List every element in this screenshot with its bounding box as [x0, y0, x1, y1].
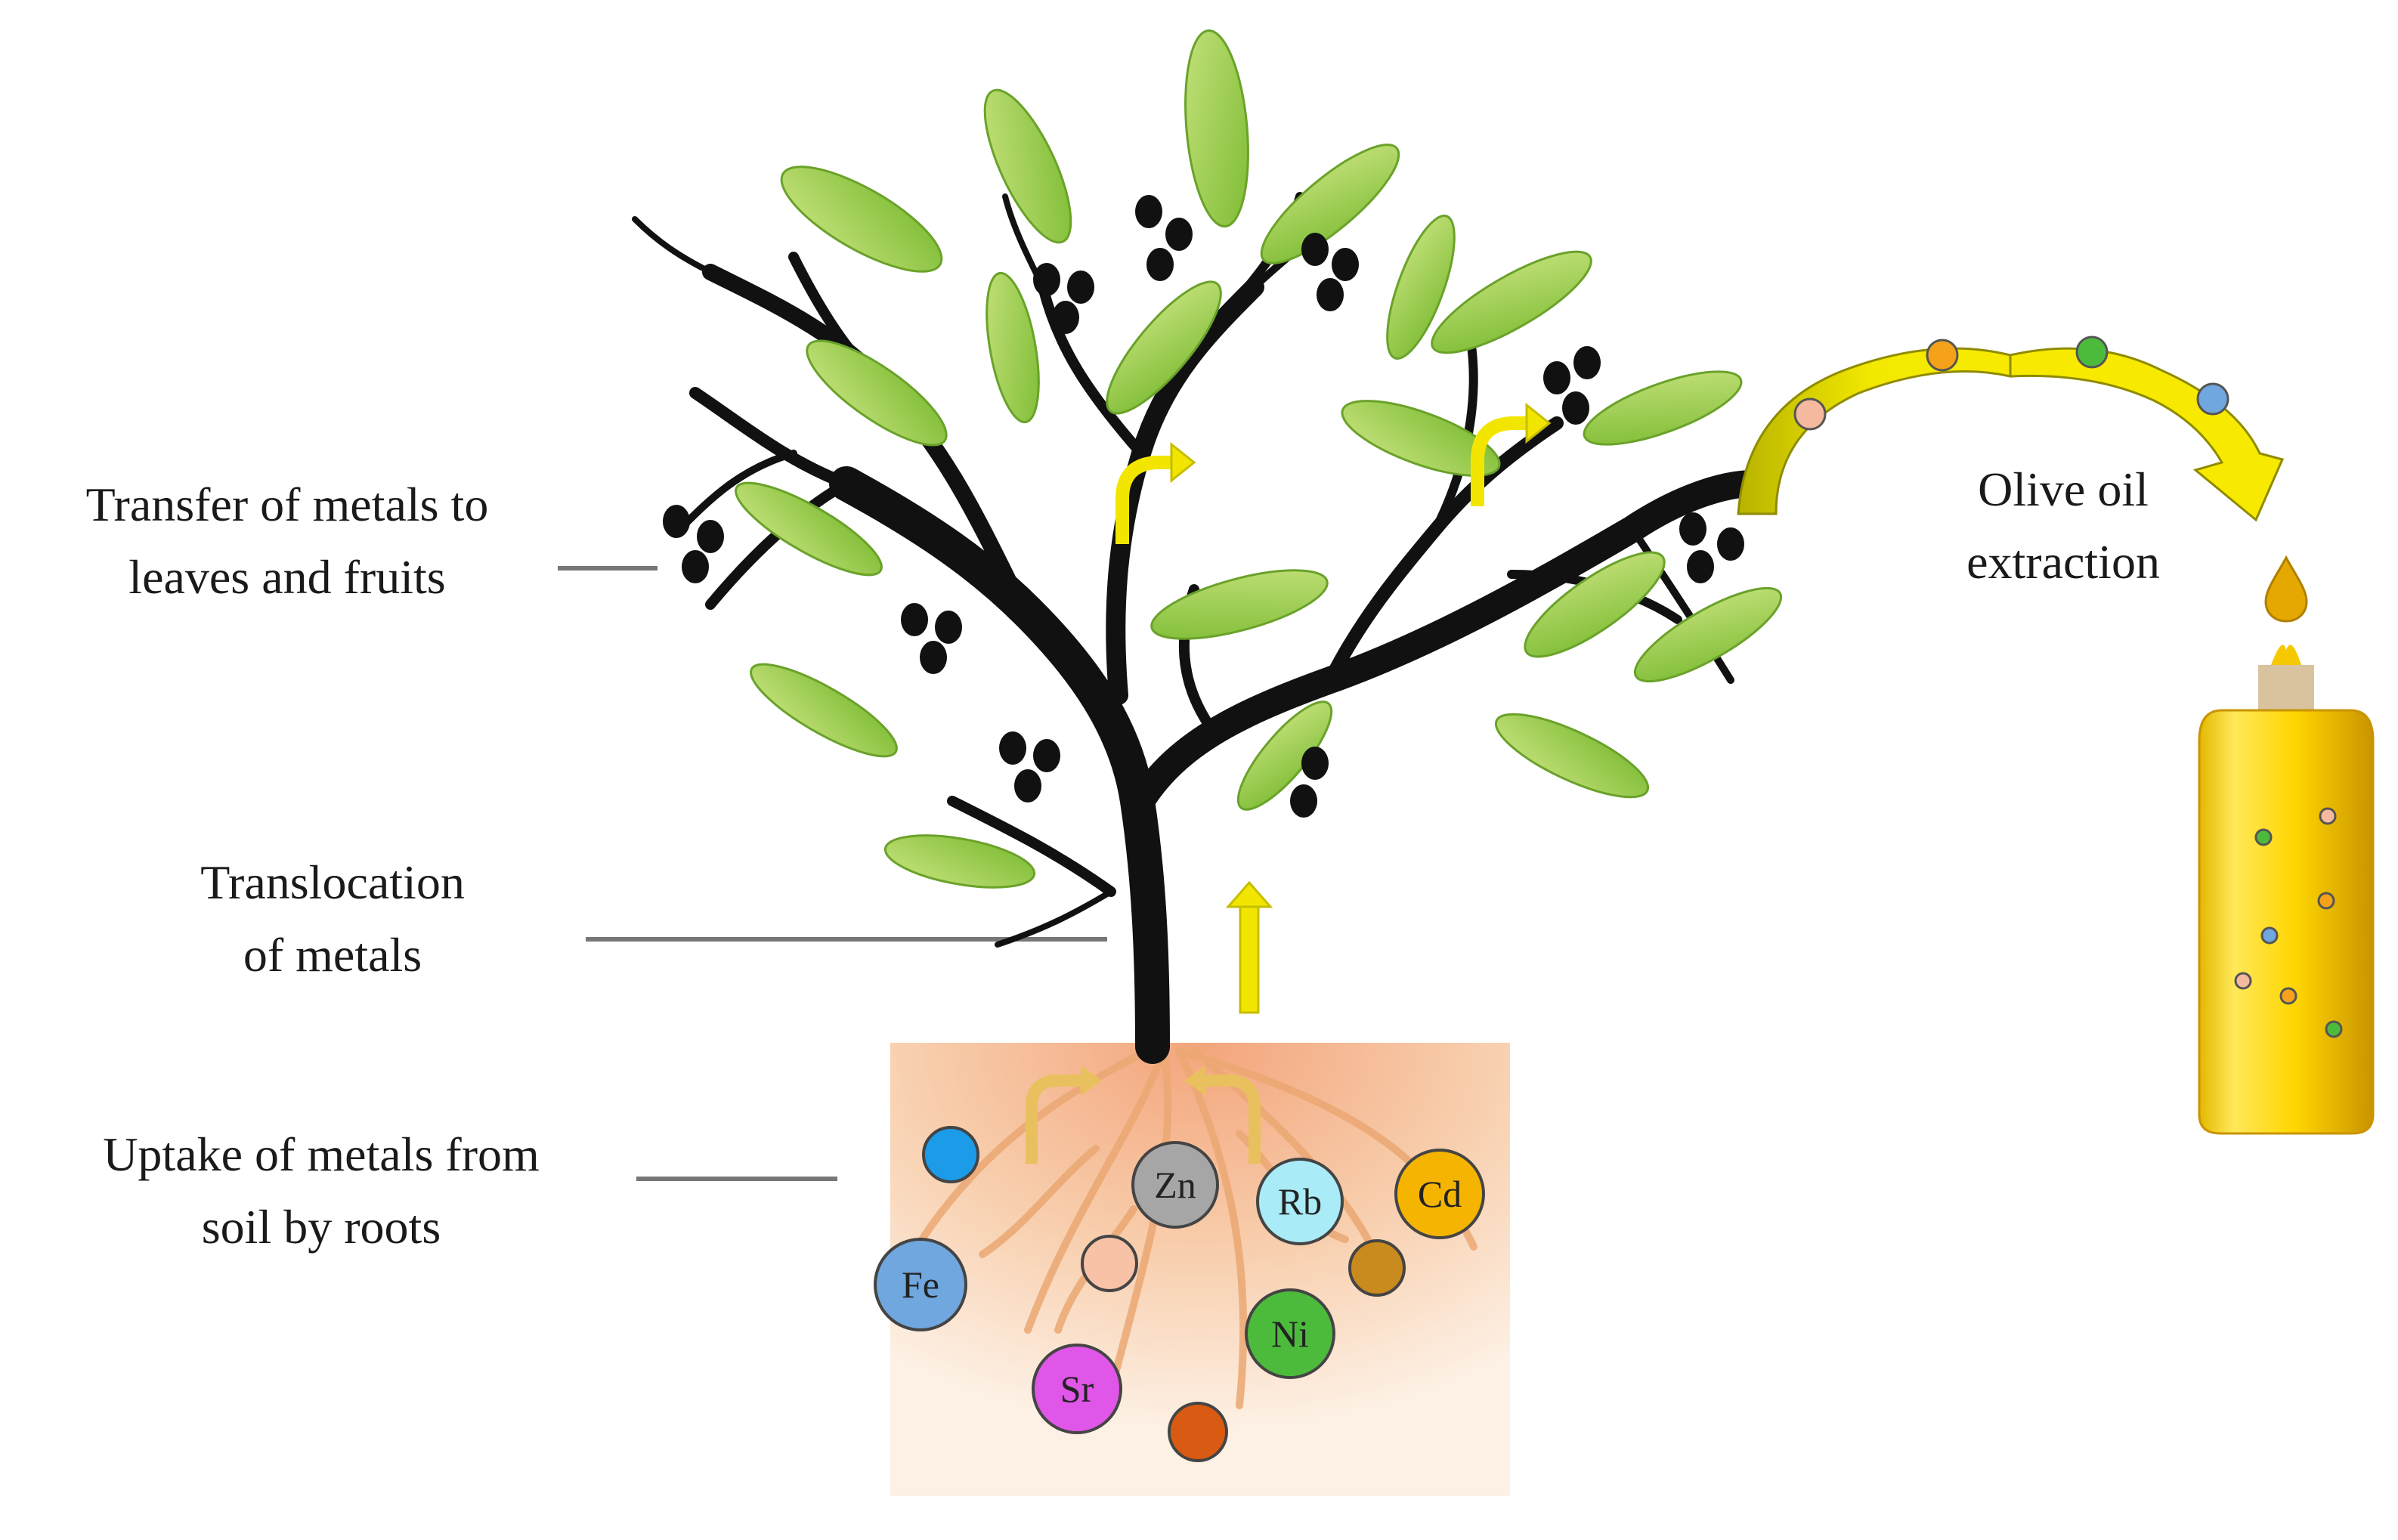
svg-text:Sr: Sr: [1060, 1368, 1094, 1410]
metal-rb: Rb: [1256, 1158, 1344, 1245]
metal-particle: [1168, 1402, 1228, 1462]
metal-particle: [1081, 1235, 1138, 1292]
leaf: [983, 88, 1072, 244]
arc-particle: [1926, 339, 1959, 372]
curved-arrow-icon: [1115, 416, 1527, 544]
olive-tree-icon: [632, 185, 1767, 1064]
olive-cluster: [1290, 747, 1329, 818]
leaf: [735, 481, 883, 577]
leaf: [1494, 713, 1650, 799]
leaves: [735, 29, 1783, 889]
metal-sr: Sr: [1032, 1344, 1122, 1434]
metal-ions: Zn Rb Cd Fe Ni Sr: [874, 1126, 1485, 1462]
olive-cluster: [1543, 346, 1601, 425]
bottle-particle: [2325, 1020, 2343, 1038]
leaf: [1431, 250, 1592, 354]
leaf: [1106, 280, 1222, 415]
leaf: [1260, 144, 1400, 264]
svg-text:Ni: Ni: [1271, 1313, 1309, 1355]
leaf: [1236, 700, 1333, 811]
leaf: [1150, 569, 1329, 640]
curved-arrow-left-head: [1170, 441, 1196, 484]
leaf: [780, 165, 943, 273]
leaf: [1386, 214, 1456, 360]
bottle-particle: [2317, 892, 2335, 910]
olive-cluster: [1301, 233, 1359, 311]
leaf: [1633, 586, 1783, 683]
arc-particle: [1793, 397, 1827, 431]
olives: [663, 195, 1744, 818]
metal-zn: Zn: [1131, 1141, 1219, 1229]
extraction-arrow-icon: [1737, 336, 2285, 522]
leaf: [1341, 400, 1501, 477]
bottle-particle: [2234, 972, 2252, 990]
label-translocation: Translocation of metals: [200, 855, 465, 982]
metal-particle: [922, 1126, 979, 1183]
olive-cluster: [999, 731, 1060, 802]
label-extraction: Olive oil extraction: [1966, 462, 2160, 589]
svg-text:Cd: Cd: [1418, 1173, 1462, 1215]
leaf: [1583, 370, 1743, 446]
label-uptake: Uptake of metals from soil by roots: [103, 1127, 540, 1254]
arc-particle: [2075, 336, 2109, 369]
metal-particle: [1348, 1239, 1406, 1297]
leaf: [750, 663, 898, 758]
leaf: [1184, 29, 1249, 228]
curved-arrow-right-head: [1525, 402, 1552, 444]
olive-cluster: [1135, 195, 1193, 281]
olive-cluster: [1679, 512, 1744, 583]
up-arrow-icon: [1225, 880, 1273, 1014]
bottle-particle: [2279, 987, 2297, 1005]
bottle-particle: [2254, 828, 2273, 846]
bottle-particle: [2319, 807, 2337, 825]
leaf: [1524, 551, 1666, 658]
svg-text:Zn: Zn: [1154, 1164, 1196, 1206]
arc-particle: [2196, 382, 2229, 416]
olive-cluster: [1033, 263, 1094, 334]
leaf: [806, 339, 948, 447]
metal-ni: Ni: [1245, 1288, 1335, 1379]
oil-drop-icon: [2264, 555, 2308, 623]
olive-cluster: [663, 505, 724, 583]
curved-arrow-left: [1115, 456, 1171, 544]
label-transfer: Transfer of metals to leaves and fruits: [85, 478, 489, 604]
svg-text:Rb: Rb: [1278, 1180, 1322, 1223]
bottle-particle: [2260, 926, 2279, 945]
curved-arrow-right: [1471, 416, 1527, 506]
leaf: [986, 271, 1040, 424]
oil-bottle-icon: [2198, 645, 2375, 1135]
svg-text:Fe: Fe: [902, 1263, 939, 1306]
olive-cluster: [901, 603, 962, 674]
root-arrows: [1026, 1075, 1261, 1164]
leaf: [883, 834, 1036, 889]
metal-cd: Cd: [1394, 1149, 1485, 1239]
metal-fe: Fe: [874, 1238, 967, 1331]
